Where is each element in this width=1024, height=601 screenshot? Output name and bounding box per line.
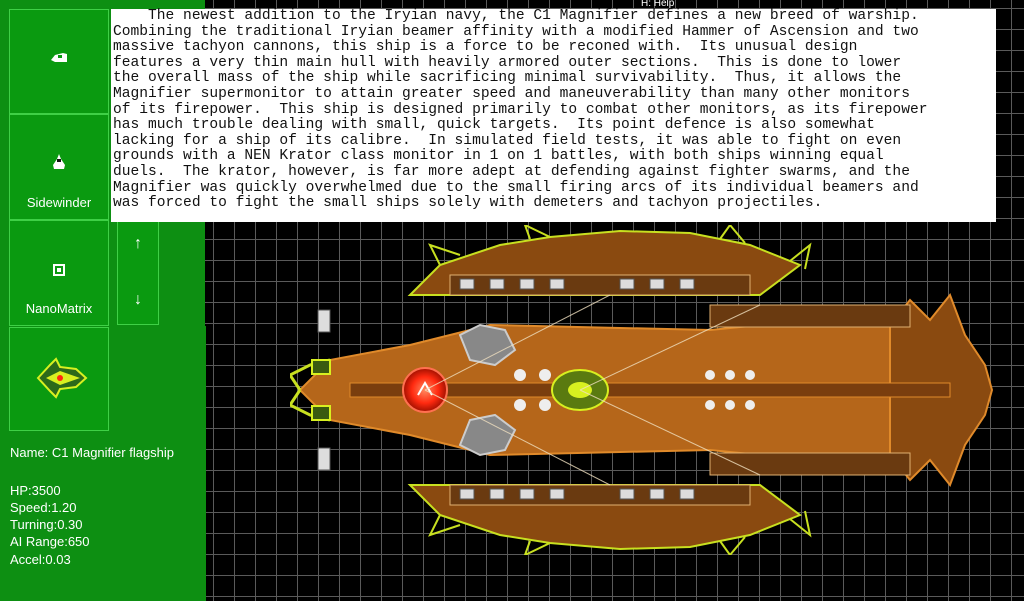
scroll-down-arrow-icon[interactable]: ↓: [134, 291, 142, 308]
sidebar-extension: [118, 326, 206, 601]
part-button-label: Sidewinder: [26, 195, 92, 210]
selected-ship-button[interactable]: [9, 327, 109, 431]
help-hint: H: Help: [641, 0, 675, 8]
nanomatrix-icon: [10, 263, 108, 281]
description-text: The newest addition to the Iryian navy, …: [113, 8, 928, 212]
part-button-sidewinder[interactable]: Sidewinder: [9, 114, 109, 220]
fighter-icon: [10, 50, 108, 71]
magnifier-ship-icon: [36, 355, 88, 406]
stat-hp: HP:3500: [10, 483, 61, 498]
stat-ai-range: AI Range:650: [10, 534, 90, 549]
scroll-arrows: ↑ ↓: [117, 220, 159, 325]
stat-speed: Speed:1.20: [10, 500, 77, 515]
ship-name: Name: C1 Magnifier flagship: [10, 445, 175, 460]
ship-blueprint[interactable]: [287, 223, 995, 560]
part-button-fighter[interactable]: [9, 9, 109, 114]
sidewinder-icon: [10, 153, 108, 176]
part-button-nanomatrix[interactable]: NanoMatrix: [9, 220, 109, 326]
stat-accel: Accel:0.03: [10, 552, 71, 567]
scroll-up-arrow-icon[interactable]: ↑: [134, 235, 142, 252]
part-button-label: NanoMatrix: [25, 301, 93, 316]
ship-description: The newest addition to the Iryian navy, …: [111, 8, 996, 222]
stat-turning: Turning:0.30: [10, 517, 83, 532]
